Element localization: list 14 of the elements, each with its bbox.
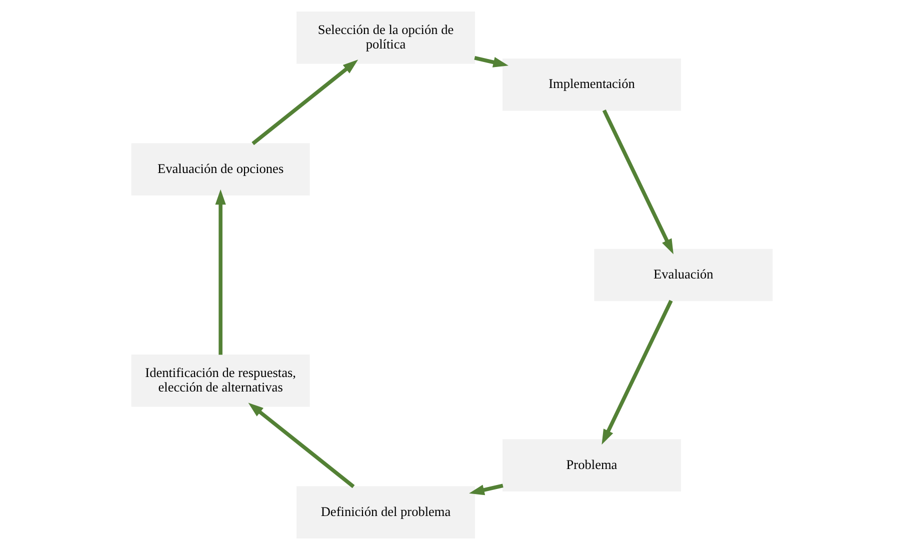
node-box: Evaluación de opciones	[130, 143, 310, 196]
node-box: Identificación de respuestas, elección de alternativas	[130, 354, 310, 407]
arrow	[601, 300, 672, 445]
arrow	[474, 56, 508, 68]
node-box: Problema	[502, 439, 680, 492]
node-box: Implementación	[502, 58, 680, 111]
arrow	[251, 60, 358, 146]
arrow	[468, 484, 503, 496]
node-box: Selección de la opción de política	[296, 12, 475, 64]
arrow	[248, 402, 354, 488]
arrow	[602, 109, 673, 254]
node-box: Evaluación	[594, 248, 772, 302]
node-box: Definición del problema	[296, 486, 475, 538]
arrow	[214, 189, 226, 355]
